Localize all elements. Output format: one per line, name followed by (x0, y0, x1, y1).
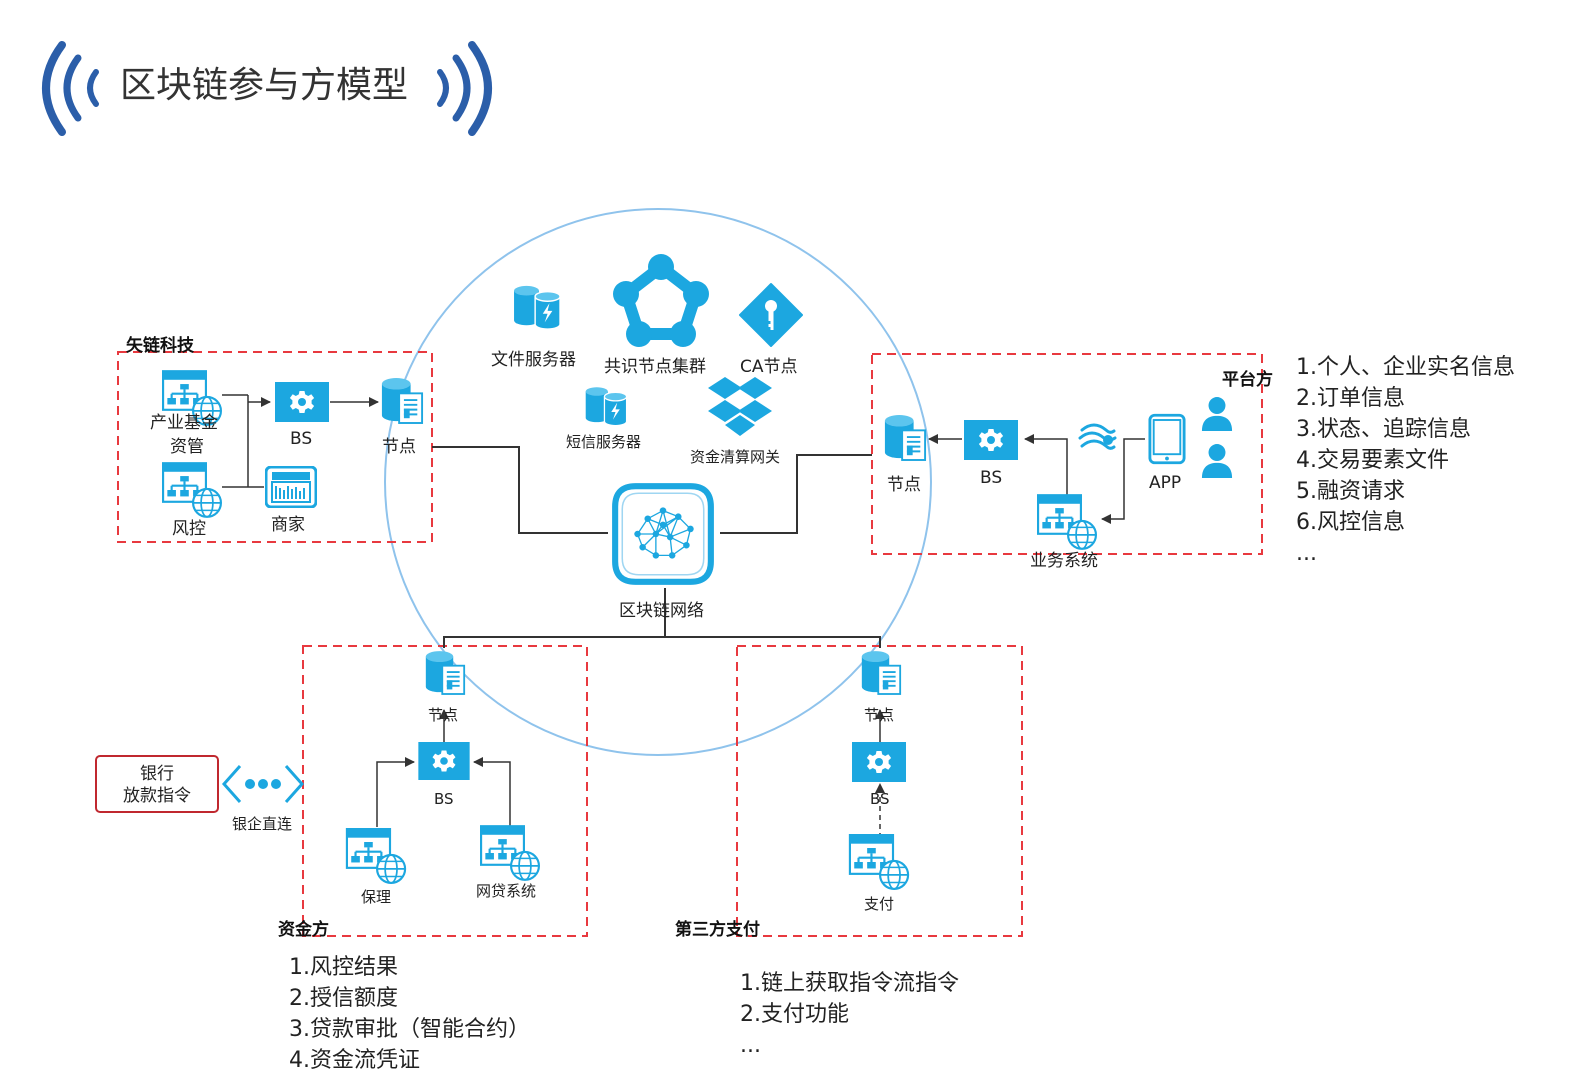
ca-node-label: CA节点 (740, 357, 798, 377)
business-system-webapp-icon (1037, 494, 1097, 550)
bank-direct-link-label: 银企直连 (232, 815, 293, 833)
payment-webapp-icon (848, 834, 910, 890)
platform-info-item: 5.融资请求 (1296, 479, 1405, 504)
industry-fund-label-line1: 产业基金 (150, 413, 218, 433)
page-title: 区块链参与方模型 (120, 65, 409, 106)
shilian-node-icon (380, 377, 424, 424)
third-party-info-item: ... (740, 1033, 761, 1058)
platform-info-item: 6.风控信息 (1296, 510, 1405, 535)
consensus-cluster-label: 共识节点集群 (604, 357, 706, 377)
loan-instruction-label: 放款指令 (123, 786, 191, 806)
blockchain-network-label: 区块链网络 (619, 601, 704, 621)
platform-info-item: 1.个人、企业实名信息 (1296, 355, 1515, 380)
platform-node-label: 节点 (887, 475, 921, 495)
platform-info-item: 2.订单信息 (1296, 386, 1405, 411)
funder-info-list: 1.风控结果 2.授信额度 3.贷款审批（智能合约） 4.资金流凭证 (289, 952, 530, 1076)
title-right-signal-icon (437, 41, 492, 136)
merchant-pos-icon (265, 466, 317, 508)
bank-loan-instruction-box: 银行 放款指令 (95, 755, 219, 813)
risk-webapp-icon (162, 462, 222, 518)
group-name-funder: 资金方 (278, 920, 329, 940)
funder-bs-icon (418, 742, 470, 780)
merchant-label: 商家 (271, 515, 305, 535)
clearing-gateway-dropbox-icon (708, 377, 772, 436)
third-party-node-icon (860, 650, 902, 695)
risk-label: 风控 (172, 519, 206, 539)
business-system-label: 业务系统 (1030, 551, 1098, 571)
ca-node-key-icon (739, 283, 803, 347)
platform-arrows (928, 434, 1145, 524)
file-server-icon (513, 285, 561, 330)
shilian-bs-label: BS (290, 429, 313, 449)
funder-node-icon (424, 650, 466, 695)
app-label: APP (1149, 473, 1182, 493)
third-party-info-item: 2.支付功能 (740, 1002, 849, 1027)
shilian-arrows (222, 394, 379, 488)
bank-label: 银行 (140, 764, 174, 784)
shilian-bs-icon (275, 382, 329, 422)
platform-user-icon-1 (1201, 397, 1233, 431)
network-circle (384, 208, 932, 756)
third-party-bs-label: BS (870, 790, 890, 808)
third-party-info-item: 1.链上获取指令流指令 (740, 971, 959, 996)
funder-info-item: 3.贷款审批（智能合约） (289, 1017, 530, 1042)
group-name-shilian: 矢链科技 (126, 336, 194, 356)
funder-info-item: 1.风控结果 (289, 955, 398, 980)
funder-bs-label: BS (434, 790, 454, 808)
platform-user-icon-2 (1201, 444, 1233, 478)
group-name-third-party: 第三方支付 (675, 920, 760, 940)
platform-info-item: 4.交易要素文件 (1296, 448, 1449, 473)
platform-node-icon (883, 414, 927, 462)
p2p-system-webapp-icon (480, 825, 540, 881)
network-links (432, 446, 881, 648)
sms-server-icon (585, 386, 628, 427)
third-party-node-label: 节点 (864, 706, 895, 724)
clearing-gateway-label: 资金清算网关 (690, 448, 781, 466)
funder-info-item: 2.授信额度 (289, 986, 398, 1011)
platform-sync-icon (1078, 423, 1117, 450)
title-left-signal-icon (42, 41, 99, 136)
platform-info-list: 1.个人、企业实名信息 2.订单信息 3.状态、追踪信息 4.交易要素文件 5.… (1296, 352, 1515, 569)
platform-bs-icon (964, 420, 1018, 460)
funder-node-label: 节点 (428, 706, 459, 724)
platform-bs-label: BS (980, 468, 1003, 488)
shilian-node-label: 节点 (382, 437, 416, 457)
p2p-system-label: 网贷系统 (476, 882, 537, 900)
third-party-bs-icon (852, 742, 906, 782)
app-phone-icon (1148, 413, 1186, 465)
blockchain-network-icon (615, 486, 711, 582)
platform-info-item: ... (1296, 541, 1317, 566)
sms-server-label: 短信服务器 (566, 433, 642, 451)
consensus-cluster-icon (613, 254, 709, 347)
industry-fund-label-line2: 资管 (170, 437, 204, 457)
funder-info-item: 4.资金流凭证 (289, 1048, 420, 1073)
factoring-webapp-icon (345, 828, 407, 884)
payment-label: 支付 (864, 895, 895, 913)
file-server-label: 文件服务器 (491, 350, 576, 370)
third-party-info-list: 1.链上获取指令流指令 2.支付功能 ... (740, 968, 959, 1061)
funder-arrows (376, 709, 511, 827)
platform-info-item: 3.状态、追踪信息 (1296, 417, 1471, 442)
factoring-label: 保理 (361, 888, 392, 906)
bank-direct-link-icon (221, 765, 305, 803)
group-name-platform: 平台方 (1222, 370, 1273, 390)
